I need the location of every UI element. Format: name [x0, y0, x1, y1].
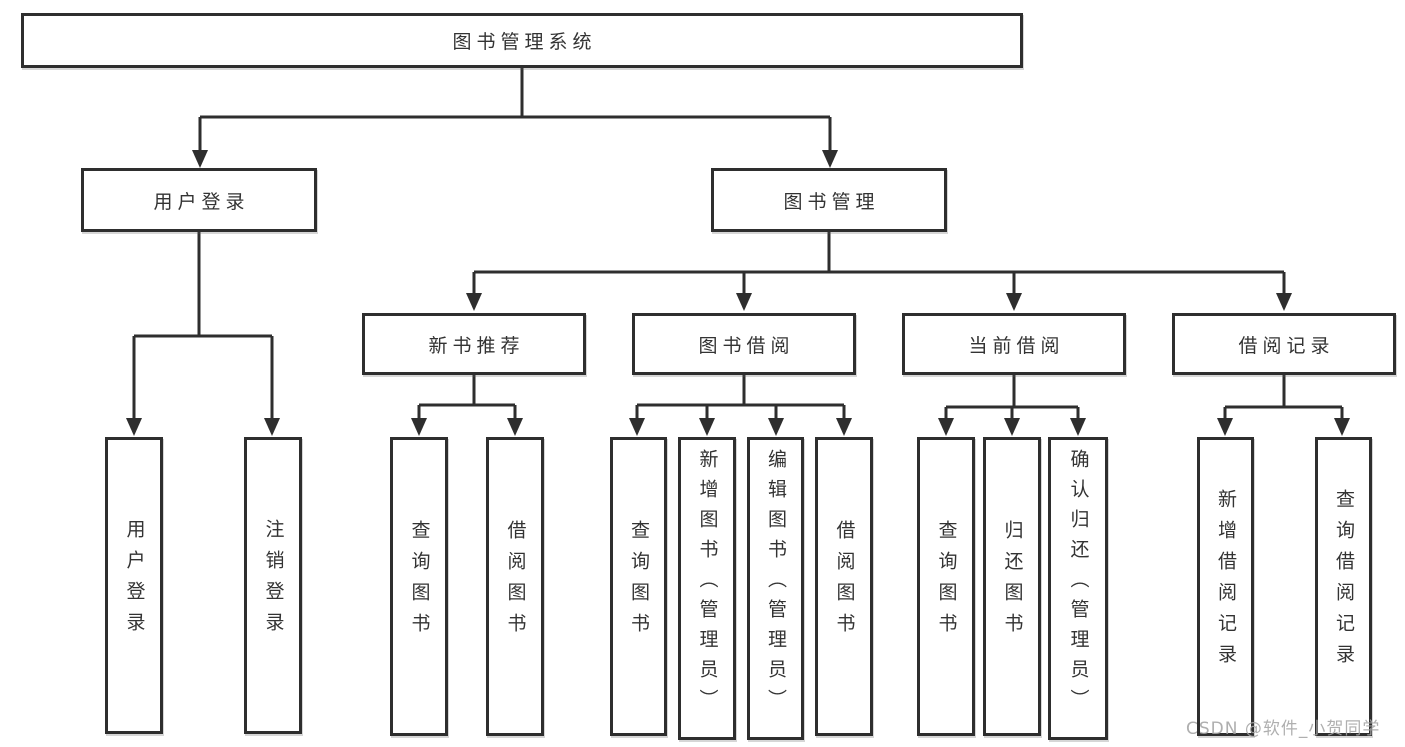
node-current-borrow: 当前借阅 — [902, 313, 1126, 375]
node-new-book-recommend: 新书推荐 — [362, 313, 586, 375]
arrowhead-icon — [192, 150, 208, 168]
leaf-borrow-books-recommend: 借阅图书 — [486, 437, 544, 736]
leaf-add-borrow-record-label: 新增借阅记录 — [1215, 488, 1237, 675]
leaf-query-books-current-label: 查询图书 — [935, 519, 958, 644]
leaf-query-books-recommend: 查询图书 — [390, 437, 448, 736]
arrowhead-icon — [466, 293, 482, 311]
node-borrow-record: 借阅记录 — [1172, 313, 1396, 375]
arrowhead-icon — [1006, 293, 1022, 311]
arrowhead-icon — [938, 418, 954, 436]
arrowhead-icon — [1334, 418, 1350, 436]
leaf-query-borrow-record: 查询借阅记录 — [1315, 437, 1372, 736]
leaf-query-books-borrow: 查询图书 — [610, 437, 667, 736]
arrowhead-icon — [822, 150, 838, 168]
leaf-user-login-label: 用户登录 — [123, 518, 146, 643]
arrowhead-icon — [768, 418, 784, 436]
leaf-confirm-return-admin: 确认归还（管理员） — [1048, 437, 1108, 740]
arrowhead-icon — [126, 418, 142, 436]
arrowhead-icon — [836, 418, 852, 436]
node-book-management-label: 图书管理 — [783, 190, 880, 213]
arrowhead-icon — [1276, 293, 1292, 311]
leaf-add-borrow-record: 新增借阅记录 — [1197, 437, 1254, 736]
arrowhead-icon — [629, 418, 645, 436]
leaf-logout: 注销登录 — [244, 437, 302, 734]
arrowhead-icon — [411, 418, 427, 436]
leaf-borrow-books-recommend-label: 借阅图书 — [504, 519, 527, 644]
node-root-label: 图书管理系统 — [452, 31, 597, 53]
leaf-edit-book-admin: 编辑图书（管理员） — [747, 437, 804, 740]
leaf-borrow-books-label: 借阅图书 — [833, 519, 856, 644]
leaf-query-books-current: 查询图书 — [917, 437, 975, 736]
leaf-edit-book-admin-label: 编辑图书（管理员） — [765, 448, 787, 719]
node-new-book-recommend-label: 新书推荐 — [428, 334, 525, 357]
leaf-query-books-borrow-label: 查询图书 — [628, 519, 650, 644]
node-borrow-record-label: 借阅记录 — [1238, 334, 1335, 357]
node-current-borrow-label: 当前借阅 — [968, 334, 1065, 357]
arrowhead-icon — [1004, 418, 1020, 436]
leaf-add-book-admin: 新增图书（管理员） — [678, 437, 736, 740]
node-user-login-label: 用户登录 — [153, 190, 250, 213]
leaf-return-book-label: 归还图书 — [1001, 519, 1024, 644]
leaf-borrow-books: 借阅图书 — [815, 437, 873, 736]
arrowhead-icon — [1070, 418, 1086, 436]
arrowhead-icon — [264, 418, 280, 436]
arrowhead-icon — [736, 293, 752, 311]
node-user-login: 用户登录 — [81, 168, 317, 232]
leaf-add-book-admin-label: 新增图书（管理员） — [696, 448, 719, 719]
node-book-borrow-label: 图书借阅 — [698, 334, 795, 357]
csdn-watermark: CSDN @软件_小贺同学 — [1186, 719, 1381, 739]
leaf-query-borrow-record-label: 查询借阅记录 — [1333, 488, 1355, 675]
leaf-user-login: 用户登录 — [105, 437, 163, 734]
node-book-borrow: 图书借阅 — [632, 313, 856, 375]
leaf-logout-label: 注销登录 — [262, 518, 285, 643]
arrowhead-icon — [1217, 418, 1233, 436]
leaf-return-book: 归还图书 — [983, 437, 1041, 736]
node-root: 图书管理系统 — [21, 13, 1023, 68]
leaf-query-books-recommend-label: 查询图书 — [408, 519, 431, 644]
node-book-management: 图书管理 — [711, 168, 947, 232]
leaf-confirm-return-admin-label: 确认归还（管理员） — [1067, 448, 1090, 719]
arrowhead-icon — [699, 418, 715, 436]
arrowhead-icon — [507, 418, 523, 436]
